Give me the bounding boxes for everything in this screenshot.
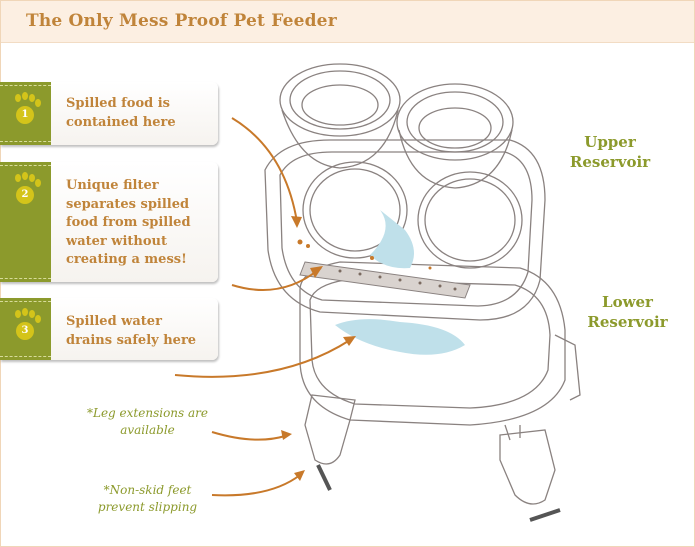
callout-text: Spilled food is contained here [66,96,176,130]
upper-water [370,210,414,269]
left-bowl [279,63,401,137]
filter-tray [299,261,471,299]
page-title: The Only Mess Proof Pet Feeder [26,11,337,31]
paw-icon: 2 [10,172,42,208]
callout-2: 2 Unique filter separates spilled food f… [0,162,218,282]
right-leg [499,429,556,505]
callout-tab: 1 [0,82,51,145]
arrow-3 [174,339,351,378]
leg-extensions-note: *Leg extensions are available [86,406,208,437]
callout-number: 2 [16,186,34,204]
callout-3: 3 Spilled water drains safely here [0,298,218,360]
callout-tab: 3 [0,298,51,360]
left-leg [304,394,356,465]
upper-reservoir [264,139,546,321]
paw-icon: 3 [10,308,42,344]
lower-water [335,319,465,355]
arrow-1 [231,117,298,223]
non-skid-feet-note: *Non-skid feet prevent slipping [97,483,198,514]
callout-tab: 2 [0,162,51,282]
arrow-feet [211,474,301,497]
non-skid-foot-left [316,464,332,491]
upper-reservoir-label: Upper Reservoir [569,133,651,171]
lower-reservoir [299,261,566,426]
non-skid-foot-right [529,508,561,522]
right-bowl [396,83,514,161]
callout-text: Spilled water drains safely here [66,314,197,348]
callout-text: Unique filter separates spilled food fro… [66,178,191,267]
arrow-2 [231,269,319,291]
callout-number: 1 [16,106,34,124]
lower-reservoir-label: Lower Reservoir [587,293,668,331]
callout-number: 3 [16,322,34,340]
arrow-legs [211,431,286,441]
header-bar: The Only Mess Proof Pet Feeder [1,1,694,43]
paw-icon: 1 [10,92,42,128]
callout-1: 1 Spilled food is contained here [0,82,218,145]
